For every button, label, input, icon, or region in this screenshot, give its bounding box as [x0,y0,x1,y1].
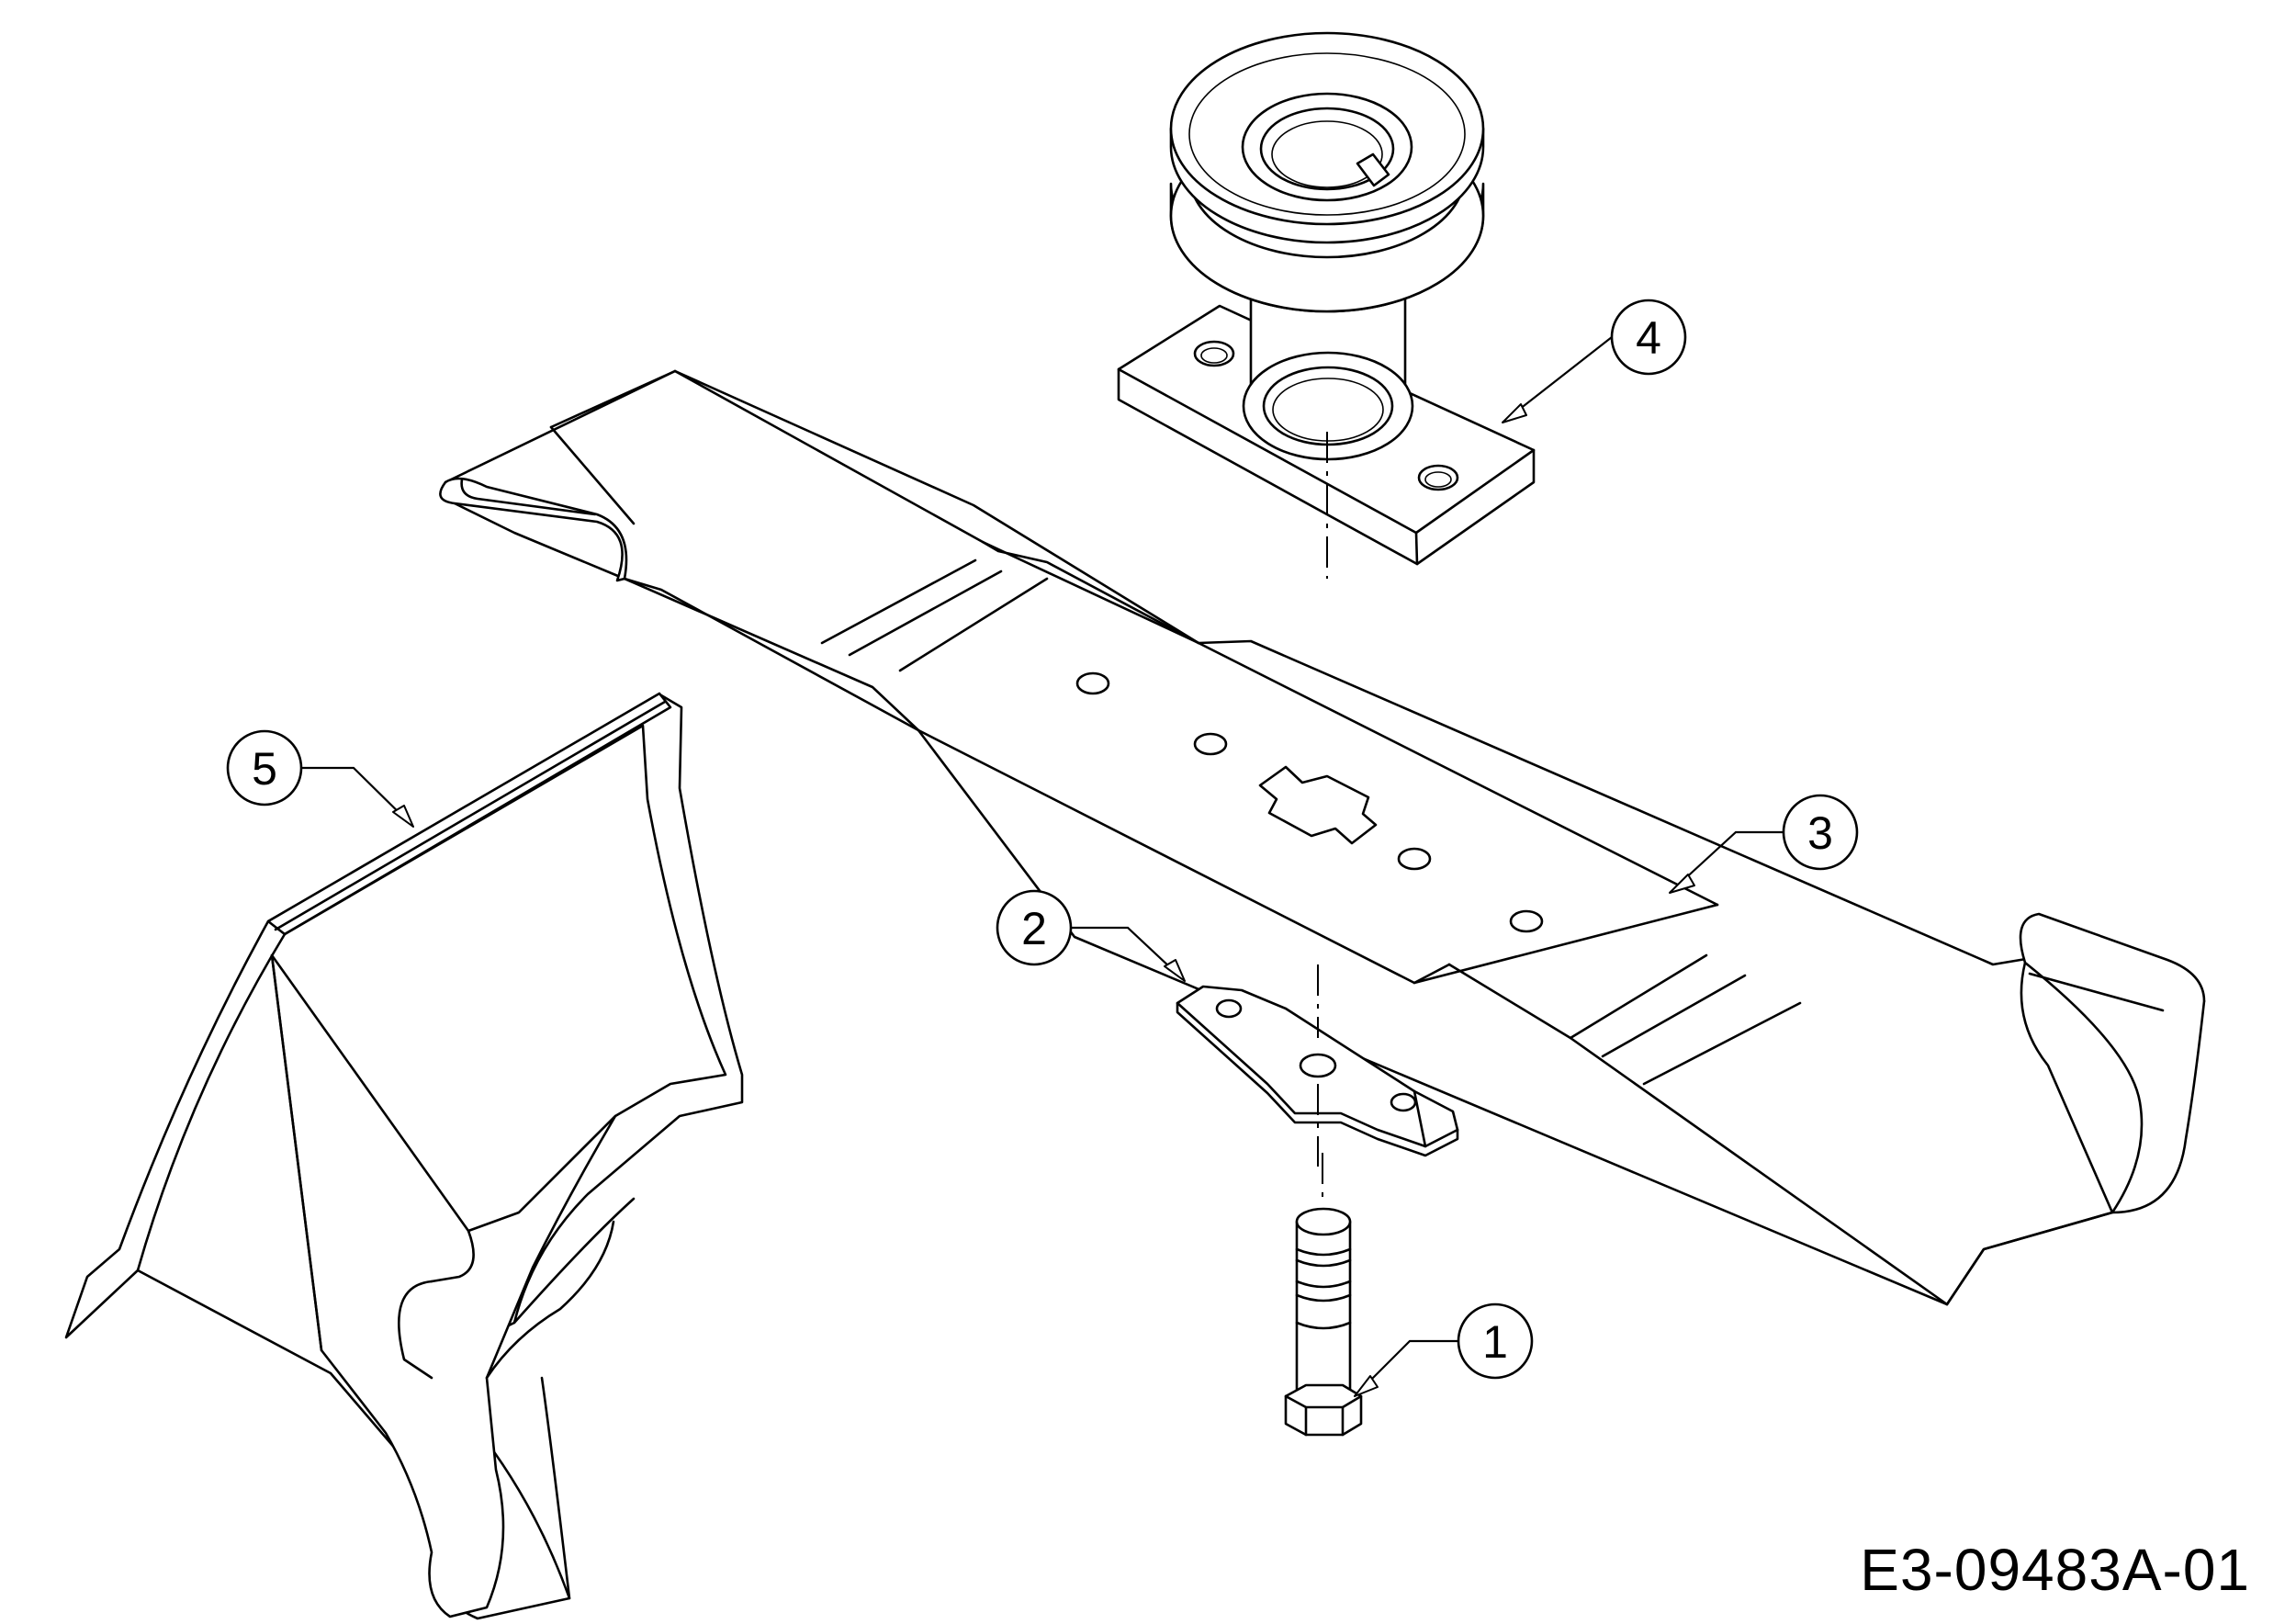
reinforcement-plate [1176,964,1459,1167]
mulch-plug [64,692,744,1620]
drawing-code: E3-09483A-01 [1860,1537,2250,1603]
mulching-blade [439,369,2206,1306]
callout-4: 4 [1502,299,1687,423]
callout-1-number: 1 [1482,1316,1508,1368]
callout-3: 3 [1669,794,1859,894]
callout-3-number: 3 [1807,807,1833,859]
callout-1: 1 [1354,1303,1534,1397]
callout-2-number: 2 [1021,903,1047,954]
bolt [1284,1153,1363,1437]
callout-5: 5 [226,729,414,828]
callout-4-number: 4 [1636,312,1661,364]
callout-2: 2 [996,889,1186,982]
spindle-assembly [1117,31,1536,579]
callout-5-number: 5 [252,743,277,795]
